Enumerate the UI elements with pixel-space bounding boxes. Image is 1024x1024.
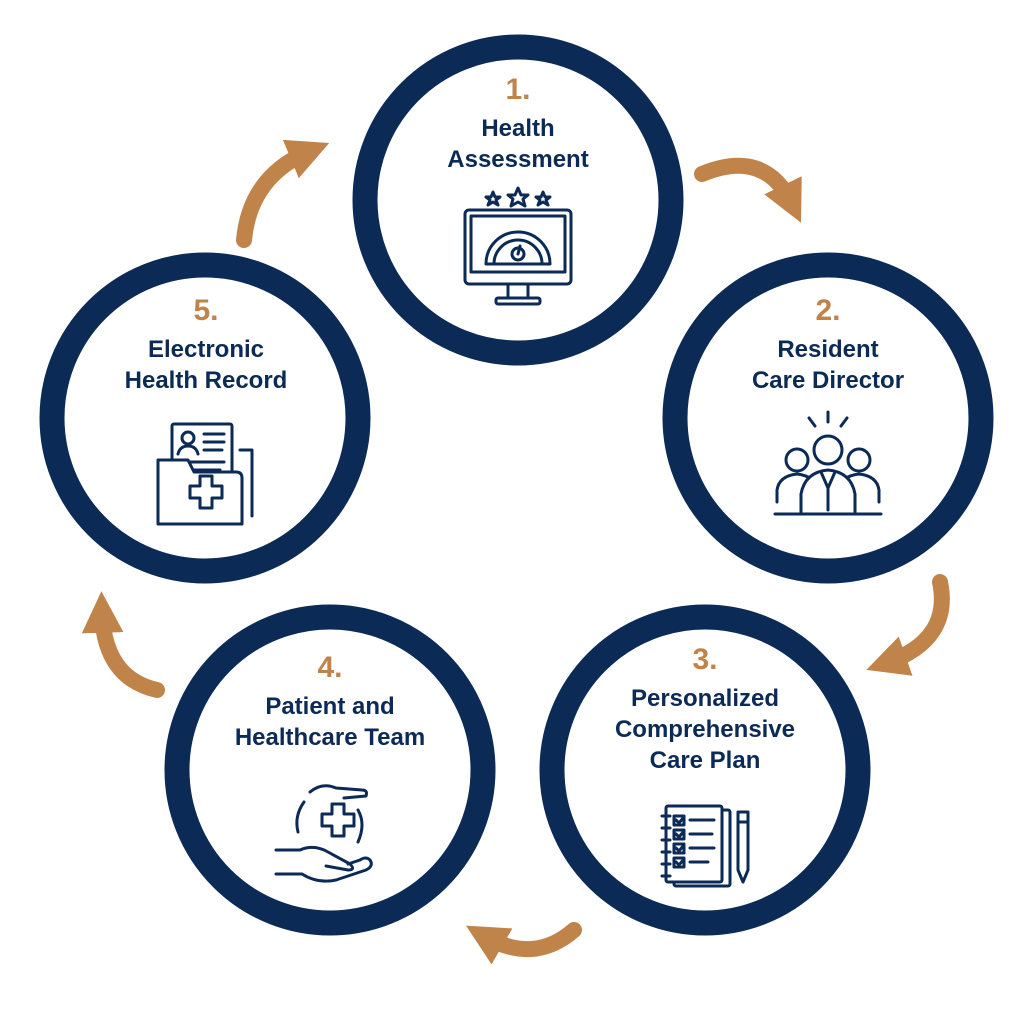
step-1: 1. Health Assessment xyxy=(388,75,648,175)
step-2-number: 2. xyxy=(815,294,841,327)
hands-medical-cross-icon xyxy=(274,780,388,886)
step-3-ring xyxy=(539,604,871,936)
step-2-title-line1: Resident xyxy=(777,336,879,363)
step-3-title-line1: Personalized xyxy=(630,685,780,712)
step-5-title-line1: Electronic xyxy=(147,336,265,363)
step-2: 2. Resident Care Director xyxy=(698,296,958,396)
arrow-1-to-2 xyxy=(694,157,802,223)
step-3-title-line3: Care Plan xyxy=(649,747,761,774)
step-1-title-line2: Assessment xyxy=(447,146,589,173)
arrow-4-to-5 xyxy=(81,591,165,698)
arrow-5-to-1 xyxy=(236,139,330,248)
step-2-title: Resident Care Director xyxy=(698,334,958,396)
step-1-number: 1. xyxy=(505,73,531,106)
step-3: 3. Personalized Comprehensive Care Plan xyxy=(575,645,835,776)
medical-folder-icon xyxy=(154,420,262,528)
step-4-title: Patient and Healthcare Team xyxy=(200,691,460,753)
arrow-3-to-4 xyxy=(466,922,582,965)
step-4: 4. Patient and Healthcare Team xyxy=(200,653,460,753)
monitor-gauge-rating-icon xyxy=(460,186,576,308)
step-5-title-line2: Health Record xyxy=(124,367,288,394)
step-5: 5. Electronic Health Record xyxy=(76,296,336,396)
checklist-notebook-pen-icon xyxy=(656,802,756,888)
step-3-number: 3. xyxy=(692,643,718,676)
step-3-title: Personalized Comprehensive Care Plan xyxy=(575,683,835,776)
arrow-2-to-3 xyxy=(866,574,950,676)
step-5-number: 5. xyxy=(193,294,219,327)
step-4-ring xyxy=(164,604,496,936)
step-4-number: 4. xyxy=(317,651,343,684)
step-4-title-line1: Patient and xyxy=(265,693,395,720)
step-5-ring xyxy=(39,252,371,584)
team-leader-icon xyxy=(771,410,885,520)
step-4-title-line2: Healthcare Team xyxy=(234,724,426,751)
step-5-title: Electronic Health Record xyxy=(76,334,336,396)
step-1-title: Health Assessment xyxy=(388,113,648,175)
step-3-title-line2: Comprehensive xyxy=(614,716,796,743)
step-1-ring xyxy=(352,34,684,366)
step-2-title-line2: Care Director xyxy=(751,367,905,394)
step-1-title-line1: Health xyxy=(481,115,555,142)
